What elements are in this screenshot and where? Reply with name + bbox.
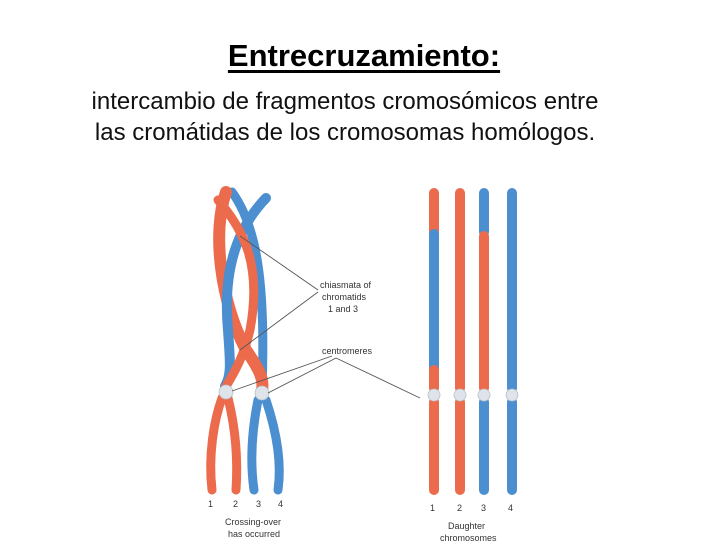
label-daughter-2: chromosomes	[440, 533, 497, 543]
left-number-4: 4	[278, 499, 283, 509]
daughter-chromosomes	[429, 188, 517, 495]
chromatid-3-lower	[247, 395, 263, 495]
crossing-over-lower-arms	[206, 393, 284, 495]
label-daughter-1: Daughter	[448, 521, 485, 531]
chromatid-1-upper	[227, 187, 268, 393]
chromatid-4-lower	[261, 395, 284, 495]
label-crossing-2: has occurred	[228, 529, 280, 539]
right-number-3: 3	[481, 503, 486, 513]
centromere-daughter-4	[505, 388, 519, 402]
centromere-daughter-2	[453, 388, 467, 402]
label-chiasmata-1: chiasmata of	[320, 280, 372, 290]
left-number-3: 3	[256, 499, 261, 509]
chromatid-4-upper	[220, 193, 271, 391]
label-centromeres: centromeres	[322, 346, 373, 356]
right-number-2: 2	[457, 503, 462, 513]
crossing-over-upper-arms	[213, 186, 271, 396]
left-number-1: 1	[208, 499, 213, 509]
left-number-2: 2	[233, 499, 238, 509]
right-number-4: 4	[508, 503, 513, 513]
leader-lines	[231, 235, 421, 399]
subtitle-line-1: intercambio de fragmentos cromosómicos e…	[91, 88, 599, 115]
page-title: Entrecruzamiento:	[227, 38, 501, 73]
label-crossing-1: Crossing-over	[225, 517, 281, 527]
chromatid-2-lower	[223, 393, 242, 495]
centromere-daughter-1	[427, 388, 441, 402]
label-chiasmata-2: chromatids	[322, 292, 367, 302]
centromere-left-a	[218, 384, 234, 400]
centromere-left-b	[254, 385, 270, 401]
label-chiasmata-3: 1 and 3	[328, 304, 358, 314]
subtitle-line-2: las cromátidas de los cromosomas homólog…	[94, 119, 596, 146]
right-number-1: 1	[430, 503, 435, 513]
centromere-daughter-3	[477, 388, 491, 402]
chromatid-3-upper	[213, 186, 269, 396]
chromatid-1-lower	[206, 393, 227, 495]
chromatid-2-upper	[213, 195, 259, 393]
